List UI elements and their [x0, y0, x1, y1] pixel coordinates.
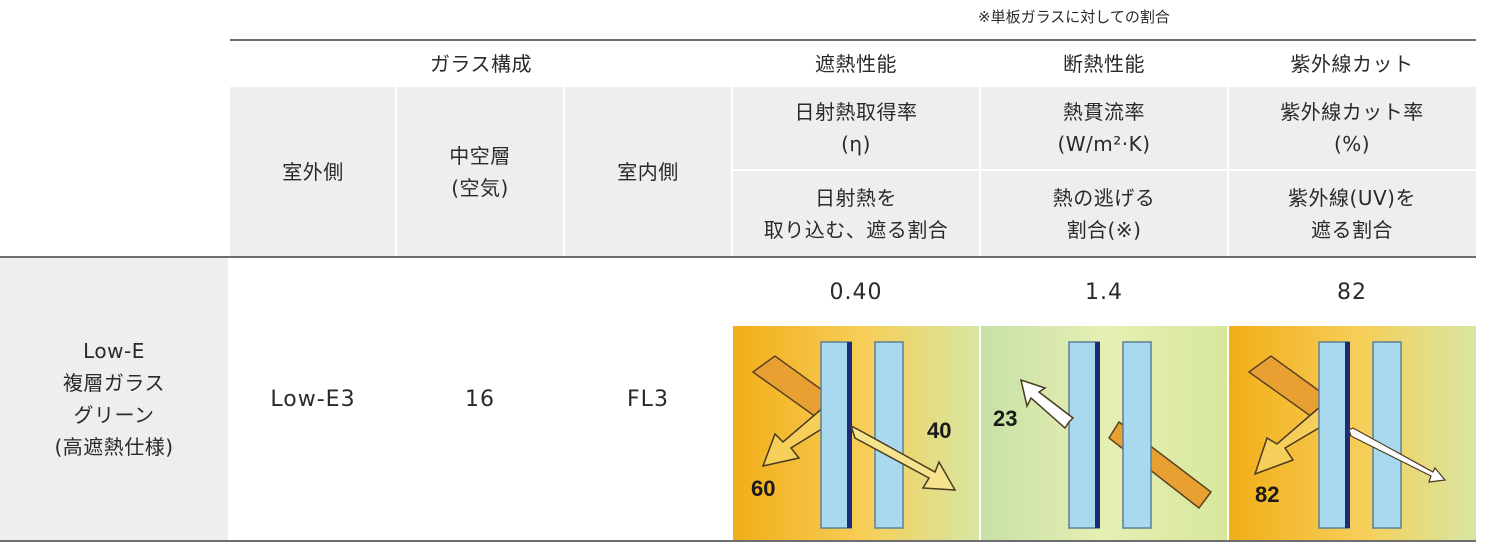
- uvalue-value: 1.4: [1085, 279, 1123, 305]
- header-rule: [0, 256, 1476, 258]
- air-layer-header: 中空層 (空気): [396, 87, 564, 256]
- uvcut-desc-line1: 紫外線(UV)を: [1288, 185, 1416, 210]
- escaping-arrow: [1019, 378, 1075, 430]
- uv-transmitted-arrow: [1348, 427, 1447, 483]
- shgc-desc-line1: 日射熱を: [815, 185, 897, 210]
- escaping-label: 23: [993, 406, 1017, 431]
- transmitted-arrow: [849, 424, 957, 491]
- uvcut-line1: 紫外線カット率: [1280, 100, 1424, 124]
- indoor-header: 室内側: [617, 159, 679, 184]
- product-line2: 複層ガラス: [62, 371, 166, 395]
- shgc-line1: 日射熱取得率: [794, 100, 918, 124]
- uvcut-value: 82: [1337, 279, 1367, 305]
- bottom-rule: [0, 540, 1476, 542]
- top-rule: [230, 39, 1476, 41]
- reflected-label: 60: [751, 476, 775, 501]
- shading-diagram: 60 40: [733, 326, 979, 540]
- product-line3: グリーン: [73, 403, 155, 427]
- header-divider: [979, 87, 981, 256]
- uvalue-line2: (W/m²·K): [1057, 132, 1151, 156]
- uv-diagram: 82: [1229, 326, 1476, 540]
- insulation-header: 断熱性能: [1063, 52, 1145, 76]
- uvalue-desc: 熱の逃げる 割合(※): [980, 171, 1228, 256]
- shgc-header: 日射熱取得率 (η): [732, 87, 980, 169]
- air-layer-line1: 中空層: [449, 143, 511, 168]
- product-cell: Low-E 複層ガラス グリーン (高遮熱仕様): [0, 258, 228, 540]
- shgc-value: 0.40: [829, 279, 883, 305]
- transmitted-label: 40: [927, 418, 951, 443]
- uvcut-desc-line2: 遮る割合: [1311, 217, 1393, 242]
- shading-header: 遮熱性能: [815, 52, 897, 76]
- insulation-diagram: 23: [981, 326, 1227, 540]
- indoor-value: FL3: [627, 386, 669, 412]
- outdoor-value: Low-E3: [270, 386, 356, 412]
- composition-header: ガラス構成: [429, 52, 533, 76]
- product-line4: (高遮熱仕様): [54, 435, 174, 459]
- uvalue-desc-line1: 熱の逃げる: [1052, 185, 1156, 210]
- footnote: ※単板ガラスに対しての割合: [978, 8, 1170, 26]
- header-block: [230, 87, 1476, 256]
- blocked-label: 82: [1255, 482, 1279, 507]
- uv-header: 紫外線カット: [1290, 52, 1414, 76]
- header-divider: [1227, 87, 1229, 256]
- uvalue-header: 熱貫流率 (W/m²·K): [980, 87, 1228, 169]
- uvalue-desc-line2: 割合(※): [1066, 217, 1142, 242]
- header-divider: [732, 169, 1476, 171]
- outdoor-header: 室外側: [282, 159, 344, 184]
- shgc-desc-line2: 取り込む、遮る割合: [763, 217, 949, 242]
- shgc-desc: 日射熱を 取り込む、遮る割合: [732, 171, 980, 256]
- product-line1: Low-E: [83, 339, 145, 363]
- header-divider: [563, 87, 565, 256]
- uvcut-line2: (%): [1333, 132, 1371, 156]
- header-divider: [731, 87, 733, 256]
- shgc-line2: (η): [841, 132, 871, 156]
- air-layer-value: 16: [465, 386, 495, 412]
- uvcut-header: 紫外線カット率 (%): [1228, 87, 1476, 169]
- uvalue-line1: 熱貫流率: [1063, 100, 1145, 124]
- uvcut-desc: 紫外線(UV)を 遮る割合: [1228, 171, 1476, 256]
- air-layer-line2: (空気): [451, 175, 509, 200]
- header-divider: [395, 87, 397, 256]
